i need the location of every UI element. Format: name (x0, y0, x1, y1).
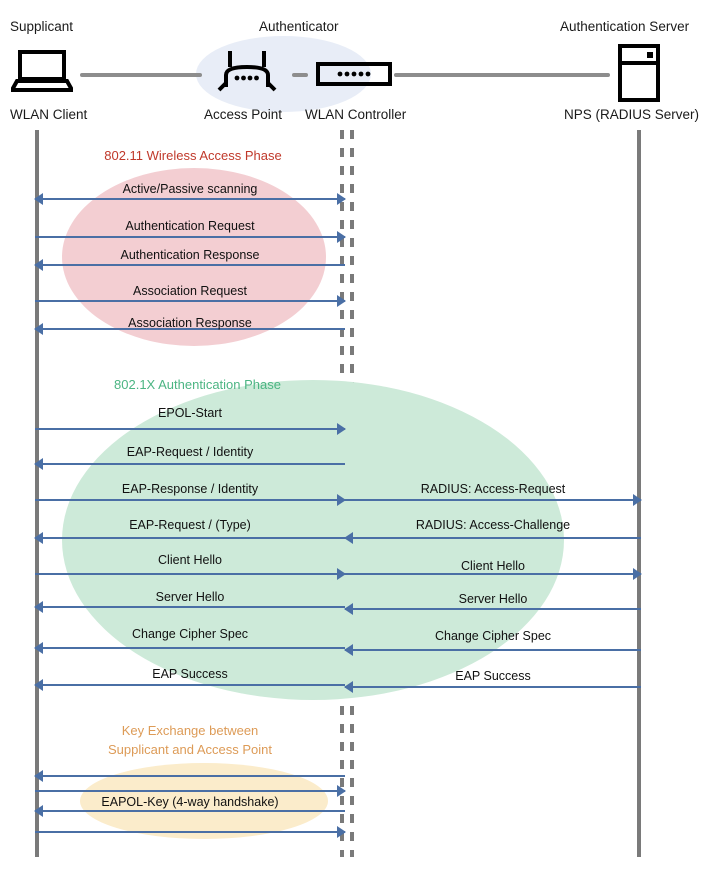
arrow-association-request (35, 295, 346, 307)
phase-8021x-title: 802.1X Authentication Phase (114, 377, 281, 392)
arrow-client-hello-right (345, 568, 642, 580)
message-label: Client Hello (461, 559, 525, 573)
phase-8021x-ellipse (62, 380, 564, 700)
message-label: EAP-Request / (Type) (129, 518, 251, 532)
message-label: EAP-Request / Identity (126, 445, 254, 459)
role-title-authentication-server: Authentication Server (560, 19, 690, 34)
role-title-supplicant: Supplicant (10, 19, 74, 34)
message-label: RADIUS: Access-Challenge (415, 518, 571, 532)
arrow-active-passive-scanning-right (35, 193, 346, 205)
message-label: Authentication Response (120, 248, 260, 262)
message-label: Authentication Request (125, 219, 255, 233)
arrow-radius-access-request (345, 494, 642, 506)
message-label: EPOL-Start (158, 406, 222, 420)
phase-80211-title: 802.11 Wireless Access Phase (104, 148, 282, 163)
link-controller-to-server (394, 73, 610, 77)
access-point-icon (216, 49, 278, 98)
arrow-authentication-response (34, 259, 345, 271)
node-label-wlan-controller: WLAN Controller (305, 107, 407, 122)
arrow-change-cipher-spec-right (344, 644, 641, 656)
lifeline-supplicant (35, 130, 39, 857)
role-title-authenticator: Authenticator (259, 19, 339, 34)
node-label-nps-radius-server: NPS (RADIUS Server) (564, 107, 700, 122)
arrow-eapol-key-2 (35, 785, 346, 797)
arrow-eap-request-identity (34, 458, 345, 470)
arrow-client-hello-left (35, 568, 346, 580)
message-label: EAP-Response / Identity (121, 482, 259, 496)
node-label-access-point: Access Point (204, 107, 283, 122)
server-icon (618, 44, 660, 107)
phase-key-exchange-title-line2: Supplicant and Access Point (107, 742, 273, 757)
arrow-eapol-key-1 (34, 770, 345, 782)
message-label: RADIUS: Access-Request (420, 482, 566, 496)
arrow-server-hello-right (344, 603, 641, 615)
message-label: Change Cipher Spec (434, 629, 552, 643)
arrow-eap-response-identity (35, 494, 346, 506)
arrow-epol-start (35, 423, 346, 435)
message-label: EAP Success (455, 669, 531, 683)
arrow-authentication-request (35, 231, 346, 243)
message-label: EAPOL-Key (4-way handshake) (101, 795, 279, 809)
arrow-radius-access-challenge (344, 532, 641, 544)
link-ap-to-controller (292, 73, 308, 77)
arrow-eap-success-right (344, 681, 641, 693)
arrow-eapol-key-3 (34, 805, 345, 817)
message-label: Active/Passive scanning (122, 182, 258, 196)
message-label: Server Hello (155, 590, 225, 604)
message-label: Association Response (128, 316, 252, 330)
arrow-change-cipher-spec-left (34, 642, 345, 654)
laptop-icon (8, 50, 76, 97)
phase-80211-ellipse (62, 168, 326, 346)
arrow-eap-request-type (34, 532, 345, 544)
message-label: Server Hello (458, 592, 528, 606)
message-label: Change Cipher Spec (131, 627, 249, 641)
message-label: EAP Success (152, 667, 228, 681)
arrow-eap-success-left (34, 679, 345, 691)
node-label-wlan-client: WLAN Client (10, 107, 88, 122)
message-label: Client Hello (158, 553, 222, 567)
lifeline-authentication-server (637, 130, 641, 857)
message-label: Association Request (133, 284, 247, 298)
wlan-controller-icon (316, 62, 392, 91)
phase-key-exchange-title-line1: Key Exchange between (121, 723, 259, 738)
arrow-association-response (34, 323, 345, 335)
link-client-to-ap (80, 73, 202, 77)
arrow-server-hello-left (34, 601, 345, 613)
arrow-eapol-key-4 (35, 826, 346, 838)
